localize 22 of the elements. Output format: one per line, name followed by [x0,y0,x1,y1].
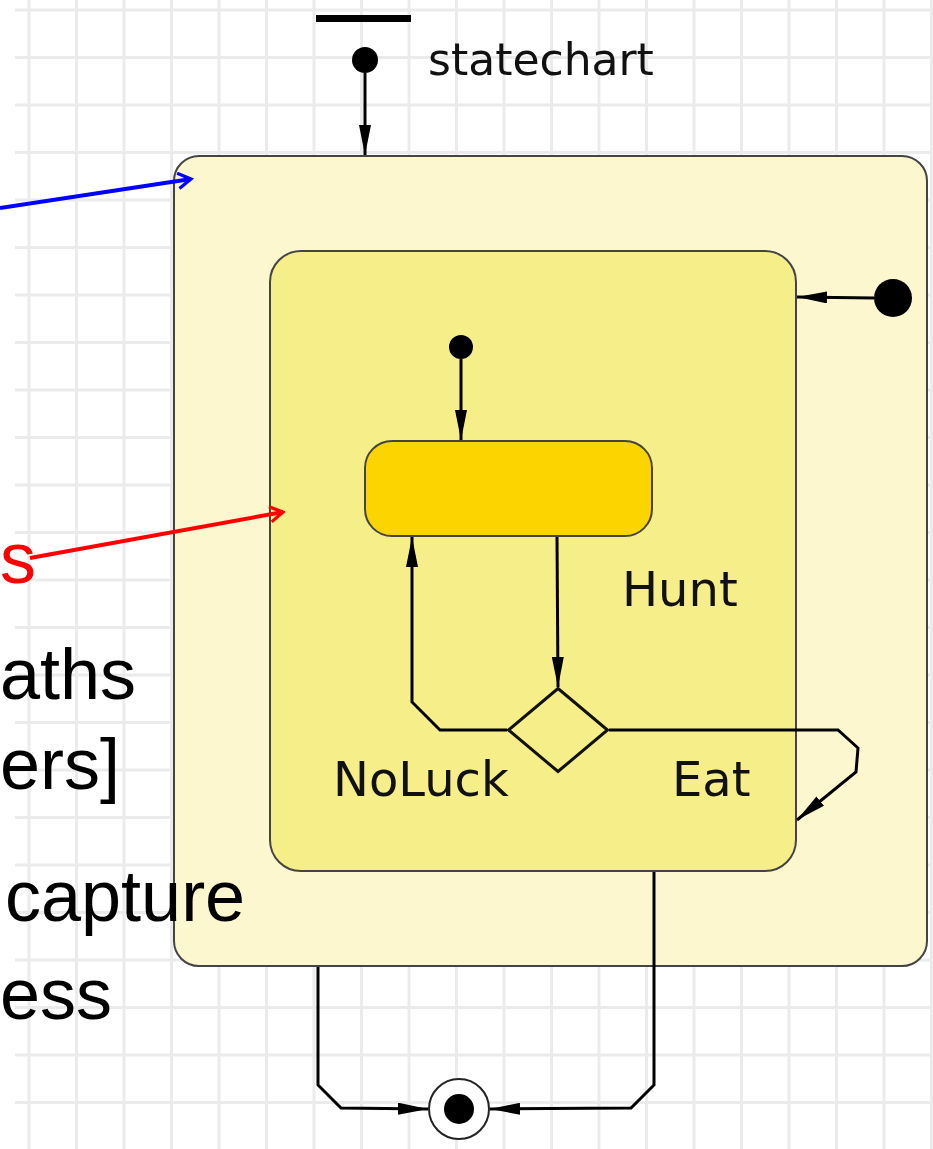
initial-state-dot [352,47,378,73]
edge-label: Eat [672,755,751,803]
statechart-name: statechart [428,38,654,82]
transition-arrow [0,171,193,210]
state-box [364,440,653,537]
state-box [269,250,797,872]
transition-arrow [29,505,285,560]
annotation-text: s [0,522,34,602]
transition-arrow [406,537,507,732]
state-name: Hunt [622,565,738,613]
initial-state-dot [449,335,473,359]
transition-arrow [796,291,875,304]
transition-arrow [551,537,564,687]
transition-arrow [359,73,371,155]
slide-text-fragment: aths [0,638,137,710]
initial-state-dot [874,279,912,317]
transition-arrow [455,359,467,440]
edge-label: NoLuck [333,755,509,803]
slide-text-fragment: ess [0,958,113,1030]
transition-arrow [490,872,656,1115]
transition-arrow [316,967,428,1115]
transition-arrow [609,728,860,822]
